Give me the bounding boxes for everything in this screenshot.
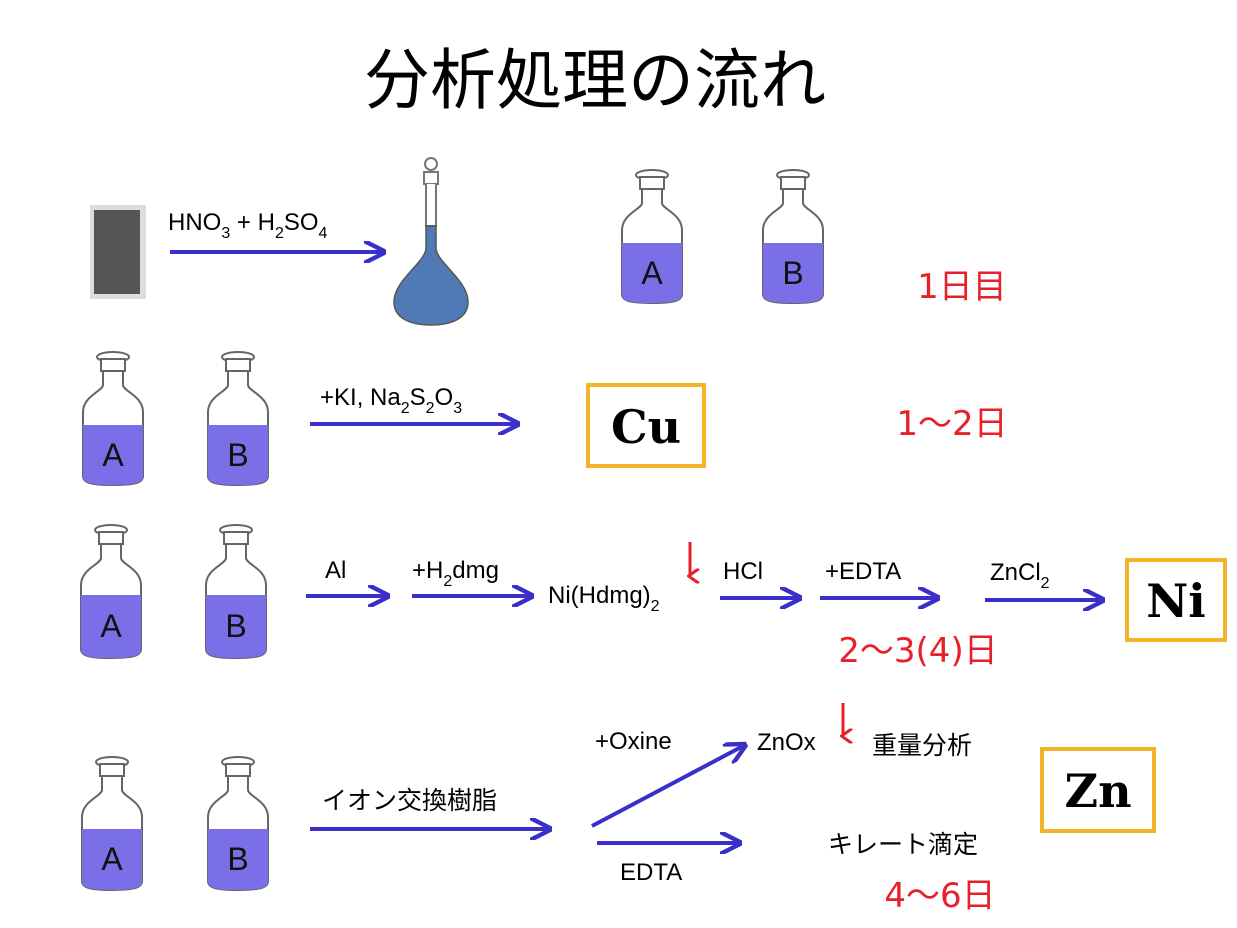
- bottle-b-icon: [207, 351, 269, 487]
- ni-step3-label: HCl: [723, 558, 763, 585]
- zn-step1-label: イオン交換樹脂: [322, 786, 497, 815]
- zn-method1-label: 重量分析: [872, 731, 972, 760]
- digestion-reagent-label: HNO3 + H2SO4: [168, 209, 328, 242]
- bottle-label: A: [641, 255, 663, 291]
- cu-reagent-label: +KI, Na2S2O3: [320, 384, 462, 417]
- bottle-label: B: [782, 255, 803, 291]
- ni-step2-label: +H2dmg: [412, 557, 499, 590]
- ni-step1-label: Al: [325, 557, 346, 584]
- ni-element-box: [1125, 558, 1227, 642]
- day-label: 1日目: [917, 267, 1007, 307]
- zn-upper-arrow: [591, 745, 745, 828]
- cu-element-label: Cu: [611, 400, 681, 454]
- bottle-label: A: [102, 437, 124, 473]
- bottle-label: A: [100, 608, 122, 644]
- ni-step5-label: ZnCl2: [990, 559, 1050, 592]
- bottle-a-icon: [80, 524, 142, 660]
- zn-precipitate-label: ZnOx: [757, 729, 816, 756]
- zn-element-box: [1040, 747, 1156, 833]
- zn-element-label: Zn: [1064, 764, 1131, 818]
- bottle-a-icon: [81, 756, 143, 892]
- sample-icon: [90, 205, 146, 299]
- bottle-b-icon: [762, 169, 824, 305]
- day-label: 2～3(4)日: [838, 631, 997, 671]
- bottle-b-icon: [205, 524, 267, 660]
- day-label: 4～6日: [884, 876, 995, 916]
- bottle-b-icon: [207, 756, 269, 892]
- ni-element-label: Ni: [1146, 574, 1206, 628]
- zn-upper-reagent-label: +Oxine: [595, 728, 672, 755]
- page-title: 分析処理の流れ: [364, 42, 826, 119]
- bottle-label: A: [101, 841, 123, 877]
- bottle-label: B: [225, 608, 246, 644]
- day-label: 1～2日: [896, 404, 1007, 444]
- bottle-label: B: [227, 841, 248, 877]
- cu-element-box: [586, 383, 706, 468]
- zn-lower-reagent-label: EDTA: [620, 859, 682, 886]
- bottle-a-icon: [82, 351, 144, 487]
- bottle-label: B: [227, 437, 248, 473]
- ni-precipitate-label: Ni(Hdmg)2: [548, 582, 660, 615]
- zn-method2-label: キレート滴定: [828, 830, 978, 859]
- bottle-a-icon: [621, 169, 683, 305]
- ni-step4-label: +EDTA: [825, 558, 901, 585]
- volumetric-flask-icon: [393, 157, 469, 326]
